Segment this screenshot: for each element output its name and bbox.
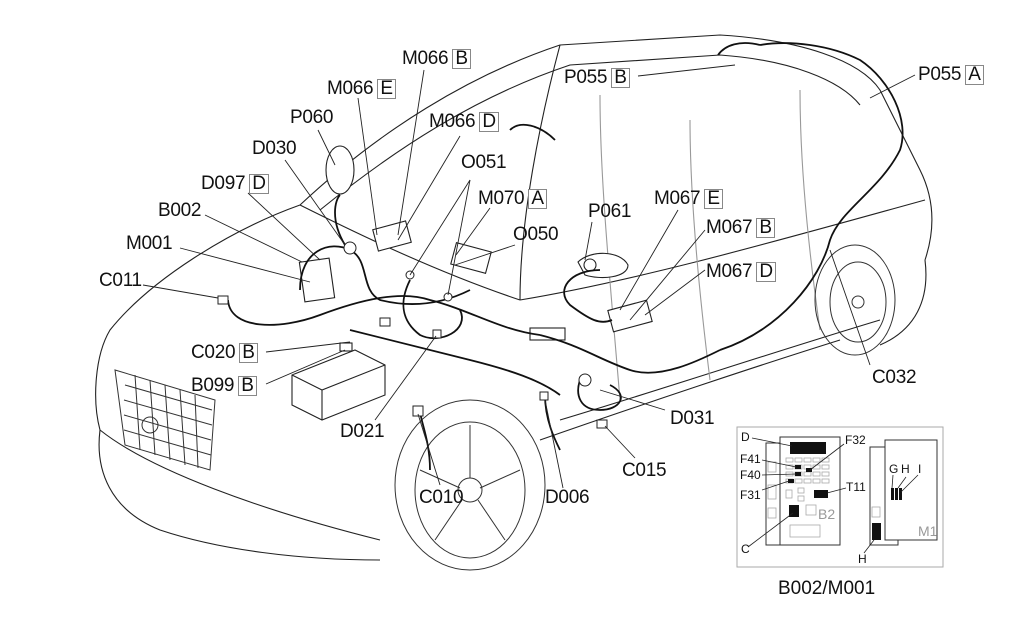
label-id: C032 [872,367,917,388]
label-suffix-box: D [756,262,776,282]
inset-label-g: G [889,462,899,476]
label-id: D030 [252,138,297,159]
leader-lines [142,64,916,489]
label-id: P055 [564,67,608,88]
label-suffix-box: B [756,218,775,238]
inset-label-d: D [741,430,750,444]
inset-caption: B002/M001 [778,578,876,599]
label-m001: M001 [126,233,173,254]
label-id: M001 [126,233,173,254]
label-suffix-box: E [377,79,396,99]
label-p061: P061 [588,202,631,221]
label-o051: O051 [461,152,507,173]
label-id: M070 [478,188,525,209]
label-id: C015 [622,460,667,481]
label-c015: C015 [622,460,667,481]
label-suffix-box: D [249,174,269,194]
label-d006: D006 [545,487,590,508]
inset-label-t11: T11 [846,480,866,494]
label-suffix-box: B [239,343,258,363]
label-c011: C011 [99,271,142,290]
label-id: P060 [290,107,334,128]
label-id: O051 [461,152,507,173]
label-id: B002 [158,200,202,221]
inset-label-h: H [901,462,910,476]
inset-label-c: C [741,542,750,556]
inset-label-f31: F31 [740,488,761,502]
label-b002: B002 [158,201,201,220]
control-modules [298,220,653,341]
label-suffix-box: A [528,189,547,209]
label-id: P055 [918,64,962,85]
label-id: C010 [419,487,464,508]
inset-label-f32: F32 [845,433,866,447]
battery-component [291,342,386,421]
label-d021: D021 [340,421,385,442]
label-id: M066 [327,78,374,99]
label-id: M066 [429,111,476,132]
wiring-harness [227,42,904,471]
connectors [217,241,608,429]
label-suffix-box: E [704,189,723,209]
label-o050: O050 [513,224,559,245]
label-c010: C010 [419,487,464,508]
label-d030: D030 [252,138,297,159]
label-id: C020 [191,342,236,363]
inset-label-f40: F40 [740,468,761,482]
front-grille [114,369,216,471]
inset-label-i: I [918,462,922,476]
inset-panel-b2: B2 [818,506,836,522]
inset-b002-m001 [736,426,944,568]
label-id: M066 [402,48,449,69]
label-id: M067 [706,217,753,238]
label-id: P061 [588,201,632,222]
label-id: D006 [545,487,590,508]
label-id: M067 [706,261,753,282]
front-wheel [394,399,546,571]
label-id: O050 [513,224,559,245]
label-suffix-box: D [479,112,499,132]
label-p060: P060 [290,108,333,127]
label-suffix-box: B [452,49,471,69]
label-suffix-box: B [238,376,257,396]
label-id: C011 [99,270,142,291]
label-suffix-box: A [965,65,984,85]
label-id: B099 [191,375,235,396]
label-id: D031 [670,408,715,429]
inset-label-f41: F41 [740,452,761,466]
rear-wheel [814,244,896,356]
label-c032: C032 [872,367,917,388]
label-id: D021 [340,421,385,442]
label-id: D097 [201,173,246,194]
car-body-outline [95,34,933,561]
label-id: M067 [654,188,701,209]
label-suffix-box: B [611,68,630,88]
inset-label-h-lower: H [858,552,867,566]
inset-panel-m1: M1 [918,523,938,539]
label-d031: D031 [670,408,715,429]
